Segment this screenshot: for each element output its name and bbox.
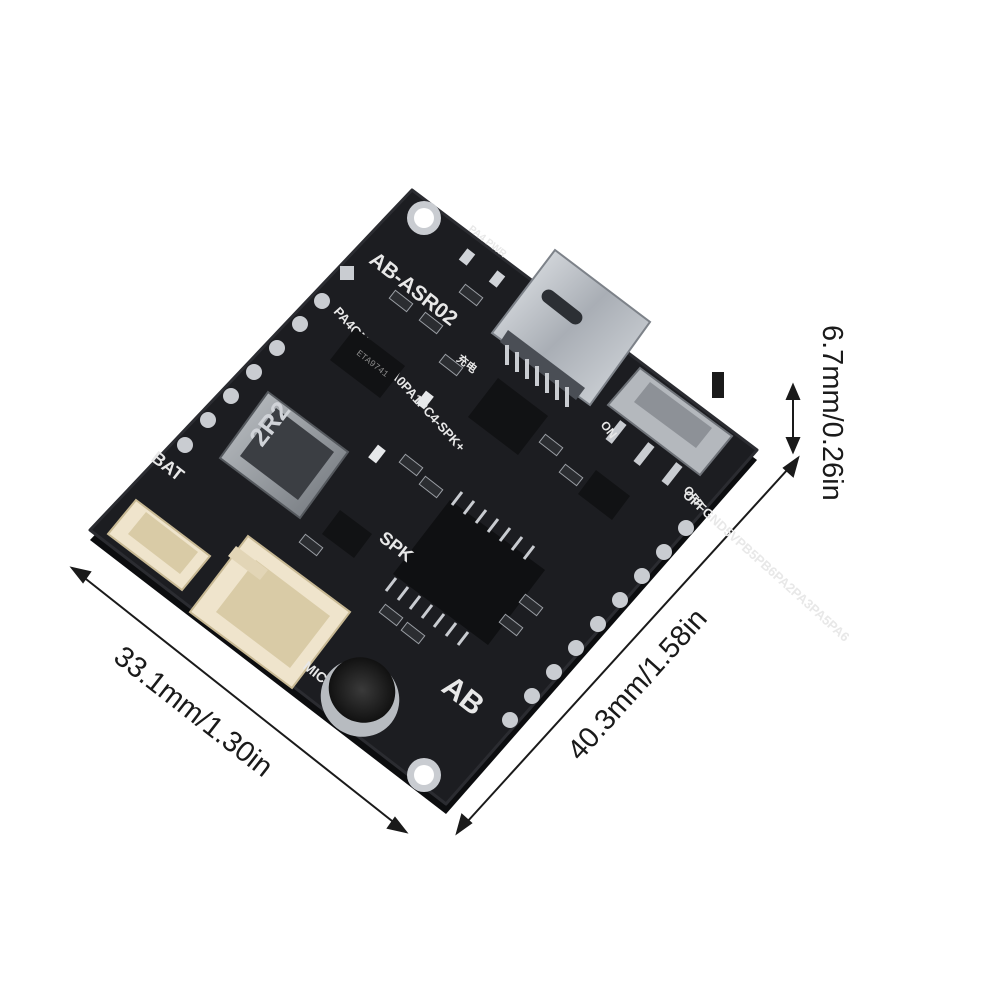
pcb-board: PA4GND3V3PA0PA1PC4-SPK+ OFFGND5VPB5PB6PA… (88, 188, 853, 814)
small-ic-left (322, 510, 372, 558)
passive-components (298, 283, 584, 645)
length-arrow-head-start (455, 813, 473, 836)
small-ic-right (578, 470, 630, 520)
height-arrow-head-bottom (785, 437, 801, 455)
height-dimension-label: 6.7mm/0.26in (816, 325, 848, 501)
microphone (320, 657, 400, 737)
small-ic-top: ETA9741 (330, 328, 405, 398)
inductor: 2R2 (218, 390, 350, 520)
speaker-connector (188, 534, 352, 690)
right-pin-header (502, 520, 694, 728)
power-switch (605, 366, 734, 486)
width-arrow-head-end (386, 816, 409, 834)
mounting-holes (407, 201, 441, 792)
width-arrow-head-start (69, 566, 92, 584)
dimension-lines (69, 382, 801, 836)
top-pin-header (177, 266, 354, 453)
mid-ic (468, 378, 548, 455)
main-voice-chip (384, 491, 545, 646)
length-arrow-head-end (782, 455, 800, 478)
battery-connector (106, 498, 212, 592)
status-leds (368, 248, 506, 464)
height-arrow-head-top (785, 382, 801, 400)
width-arrow-line (71, 567, 407, 833)
length-arrow-line (456, 457, 799, 834)
usb-c-connector (490, 248, 652, 407)
